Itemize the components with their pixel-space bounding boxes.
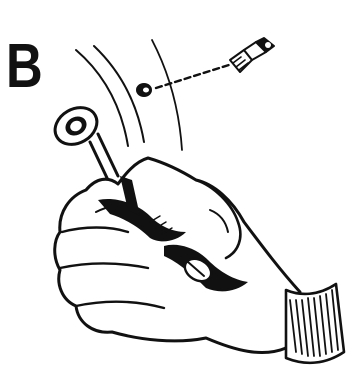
glove-cuff-icon: [286, 284, 344, 363]
bleeder-screw-icon: [230, 38, 274, 72]
housing-arc-far: [152, 40, 182, 150]
combination-wrench-icon: [48, 100, 118, 180]
threaded-hole-icon: [136, 83, 152, 97]
gloved-hand-icon: [55, 158, 300, 353]
housing-arc-inner: [94, 46, 144, 142]
